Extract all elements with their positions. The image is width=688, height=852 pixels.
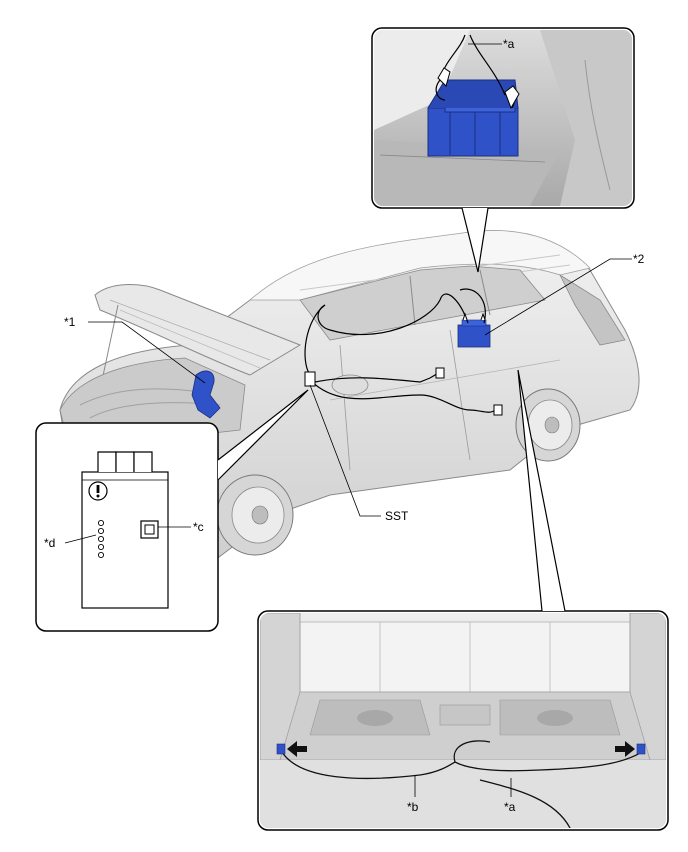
callout-1: *1 xyxy=(64,315,76,329)
floor-cable xyxy=(281,740,643,828)
inset-pointer-top xyxy=(461,207,489,273)
inset-pointer-bottom xyxy=(517,369,566,612)
rear-wheel xyxy=(515,388,581,462)
sst-tool-button xyxy=(140,520,159,539)
callout-a-bottom: *a xyxy=(504,800,516,814)
leader-lines xyxy=(64,43,632,797)
inset-battery xyxy=(427,79,519,157)
arrow-left-icon xyxy=(287,741,307,757)
cargo-inset xyxy=(371,27,635,209)
jumper-cables xyxy=(304,288,496,413)
cargo-battery xyxy=(457,319,491,348)
exclamation-circle-icon xyxy=(88,481,108,501)
inset-pointer-left xyxy=(217,389,309,481)
callout-a-top: *a xyxy=(503,37,515,51)
led-indicators xyxy=(97,519,105,559)
sst-tool-inset xyxy=(35,422,219,632)
callout-2: *2 xyxy=(633,252,645,266)
engine-terminal-highlight xyxy=(191,370,221,419)
callout-c: *c xyxy=(193,520,204,534)
front-wheel xyxy=(216,474,294,556)
callout-d: *d xyxy=(44,536,55,550)
floor-inset xyxy=(257,610,669,831)
callout-sst: SST xyxy=(385,509,409,523)
arrow-right-icon xyxy=(615,741,635,757)
callout-b: *b xyxy=(407,800,419,814)
